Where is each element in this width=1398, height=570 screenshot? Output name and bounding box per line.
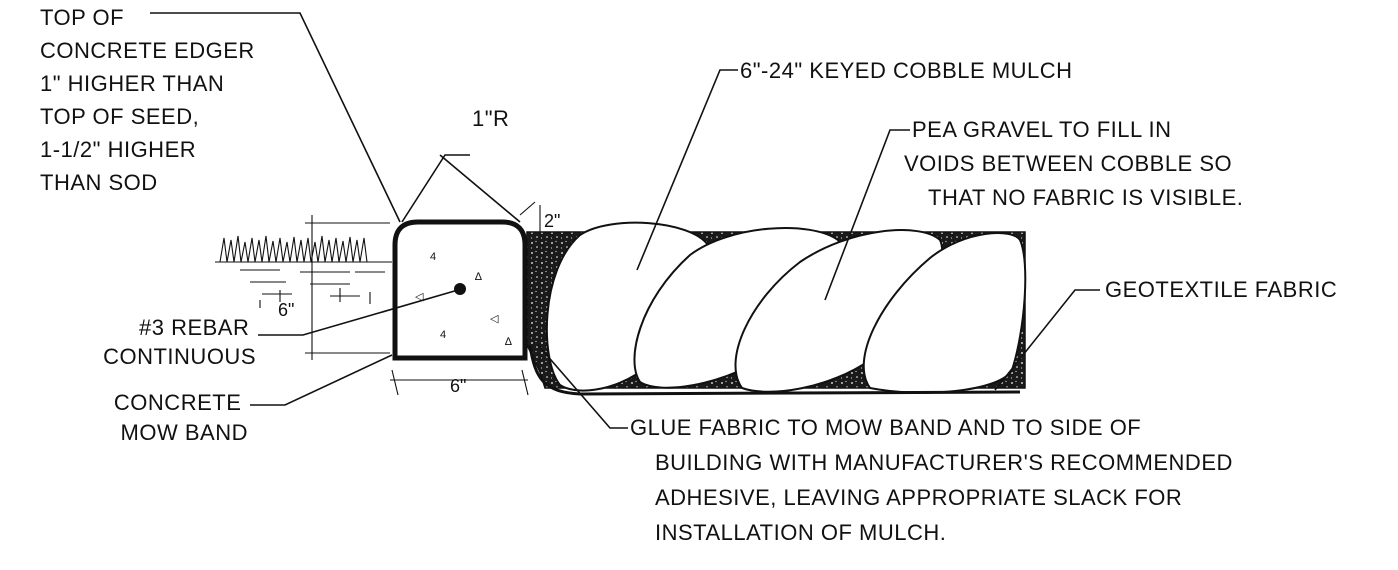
label-radius: 1"R [472, 106, 509, 131]
label-mow-band: CONCRETE MOW BAND [114, 390, 248, 445]
label-pea-gravel: PEA GRAVEL TO FILL IN VOIDS BETWEEN COBB… [904, 117, 1243, 210]
svg-text:∆: ∆ [505, 336, 512, 348]
svg-text:◁: ◁ [415, 291, 424, 303]
label-geotextile: GEOTEXTILE FABRIC [1105, 277, 1337, 302]
turf-soil [215, 235, 392, 308]
svg-text:◁: ◁ [490, 313, 499, 325]
dimension-lines [305, 201, 541, 396]
label-top-edger: TOP OF CONCRETE EDGER 1" HIGHER THAN TOP… [40, 5, 261, 195]
svg-text:∆: ∆ [475, 271, 482, 283]
rebar-marker [454, 283, 466, 295]
label-dim-6-horizontal: 6" [450, 376, 466, 396]
label-cobble: 6"-24" KEYED COBBLE MULCH [740, 58, 1073, 83]
concrete-mow-band: 4 ∆ ◁ ◁ 4 ∆ [392, 219, 528, 361]
label-rebar: #3 REBAR CONTINUOUS [103, 315, 256, 369]
label-glue-fabric: GLUE FABRIC TO MOW BAND AND TO SIDE OF B… [630, 415, 1240, 545]
geotextile-line [528, 344, 1021, 396]
cobble-stones [545, 221, 1027, 394]
label-dim-6-vertical: 6" [278, 300, 294, 320]
leader-lines [150, 12, 1100, 429]
svg-text:4: 4 [430, 251, 436, 263]
label-depth-2: 2" [544, 211, 560, 231]
svg-text:4: 4 [440, 329, 446, 341]
